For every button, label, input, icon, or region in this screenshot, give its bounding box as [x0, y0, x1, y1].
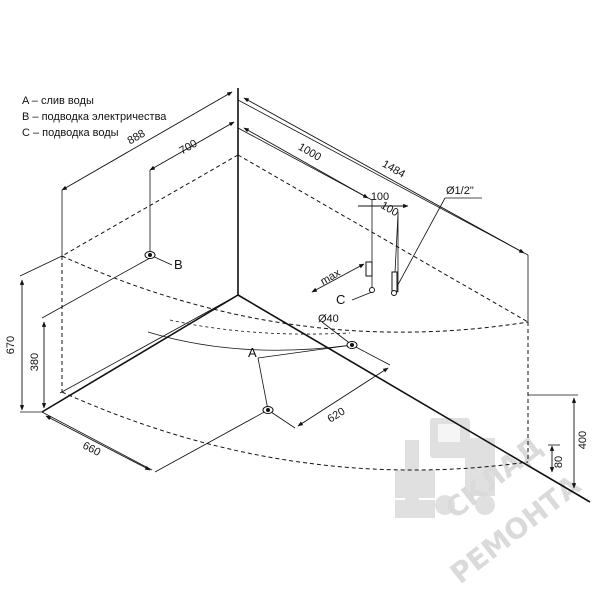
- dim-line-660: [45, 415, 151, 471]
- dim-max: max: [319, 267, 343, 288]
- dim-line-1484: [243, 97, 525, 254]
- dim-line-1000: [243, 127, 369, 199]
- water-point-c2: [391, 271, 398, 293]
- dim-line-max: [311, 263, 365, 293]
- dim-380: 380: [29, 353, 41, 371]
- dim-1484: 1484: [380, 158, 407, 181]
- label-point-b: B: [174, 257, 183, 272]
- dim-line-888: [61, 91, 233, 191]
- leader-lines: [149, 197, 482, 411]
- dim-80: 80: [553, 456, 565, 468]
- dim-400: 400: [577, 431, 589, 449]
- dim-1000: 1000: [296, 141, 323, 164]
- legend-item-c: C – подводка воды: [22, 127, 119, 139]
- dim-line-620: [297, 367, 389, 427]
- label-point-a: A: [248, 345, 257, 360]
- forklift-icon: [395, 418, 495, 518]
- legend: A – слив воды B – подводка электричества…: [22, 93, 166, 141]
- dim-100-a: 100: [371, 191, 389, 203]
- dim-d40: Ø40: [318, 313, 339, 325]
- dim-620: 620: [325, 406, 347, 426]
- connection-points: [144, 251, 398, 414]
- dim-d12: Ø1/2": [446, 185, 474, 197]
- bathtub-inner-edges: [59, 294, 353, 394]
- dim-line-700: [149, 121, 235, 171]
- dimension-lines: [19, 91, 577, 489]
- dim-700: 700: [178, 138, 200, 158]
- legend-item-b: B – подводка электричества: [22, 111, 167, 123]
- dim-670: 670: [5, 336, 17, 354]
- dim-100-b: 100: [379, 200, 401, 220]
- legend-item-a: A – слив воды: [22, 95, 94, 107]
- dim-660: 660: [80, 440, 102, 459]
- water-point-c1: [365, 261, 373, 277]
- label-point-c: C: [336, 292, 345, 307]
